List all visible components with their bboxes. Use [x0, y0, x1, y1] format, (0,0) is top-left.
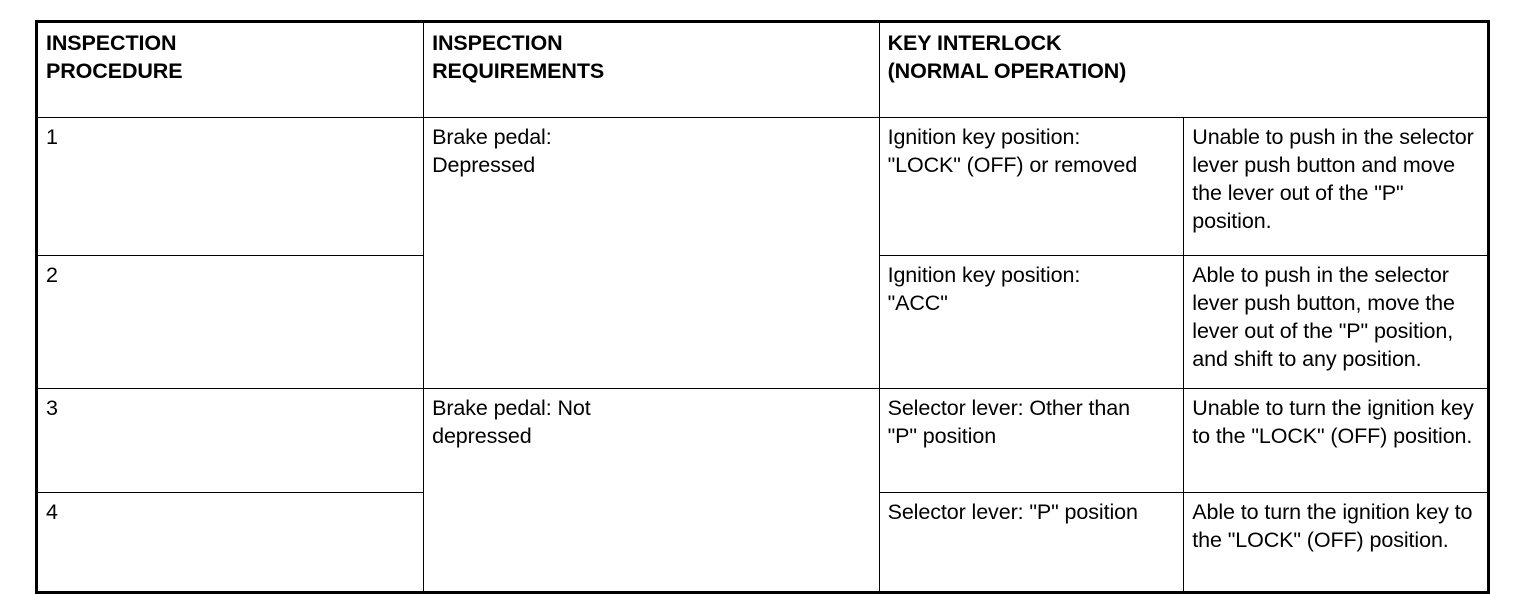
cell-result-1: Unable to push in the selector lever pus… — [1183, 117, 1489, 256]
table-row: 1 Brake pedal: Depressed Ignition key po… — [35, 117, 1489, 389]
header-key-interlock-line2: (NORMAL OPERATION) — [887, 58, 1127, 83]
header-inspection-requirements-line1: INSPECTION — [432, 31, 563, 55]
cell-key-condition-2-line1: Ignition key position: — [887, 263, 1081, 287]
header-inspection-procedure: INSPECTION PROCEDURE — [35, 21, 425, 118]
page-root: INSPECTION PROCEDURE INSPECTION REQUIREM… — [35, 20, 1490, 594]
cell-requirement-line2: Depressed — [432, 152, 536, 177]
cell-key-condition-2-line2: "ACC" — [887, 290, 948, 315]
cell-key-condition-4: Selector lever: "P" position — [878, 492, 1185, 593]
header-inspection-procedure-line2: PROCEDURE — [46, 58, 183, 83]
cell-requirement-brake-not-depressed: Brake pedal: Not depressed — [423, 388, 880, 593]
cell-procedure-2: 2 — [35, 255, 425, 389]
table-row: 2 Ignition key position: "ACC" Able to p… — [35, 255, 1489, 389]
cell-key-condition-1-line2: "LOCK" (OFF) or removed — [887, 152, 1138, 177]
cell-requirement-line1: Brake pedal: — [432, 125, 552, 149]
header-inspection-procedure-line1: INSPECTION — [46, 31, 177, 55]
cell-procedure-3: 3 — [35, 388, 425, 493]
cell-procedure-1: 1 — [35, 117, 425, 256]
cell-key-condition-3-line1: Selector lever: Other than — [887, 396, 1130, 420]
table-row: 3 Brake pedal: Not depressed Selector le… — [35, 388, 1489, 593]
cell-requirement-brake-depressed: Brake pedal: Depressed — [423, 117, 880, 389]
cell-key-condition-1-line1: Ignition key position: — [887, 125, 1081, 149]
header-inspection-requirements: INSPECTION REQUIREMENTS — [423, 21, 880, 118]
cell-key-condition-4-line1: Selector lever: "P" position — [887, 500, 1138, 524]
cell-result-2: Able to push in the selector lever push … — [1183, 255, 1489, 389]
cell-key-condition-3: Selector lever: Other than "P" position — [878, 388, 1185, 493]
header-key-interlock-line1: KEY INTERLOCK — [887, 31, 1062, 55]
header-inspection-requirements-line2: REQUIREMENTS — [432, 58, 605, 83]
cell-key-condition-3-line2: "P" position — [887, 423, 997, 448]
cell-result-4: Able to turn the ignition key to the "LO… — [1183, 492, 1489, 593]
cell-result-3: Unable to turn the ignition key to the "… — [1183, 388, 1489, 493]
cell-requirement-line1: Brake pedal: Not — [432, 396, 591, 420]
cell-procedure-4: 4 — [35, 492, 425, 593]
key-interlock-inspection-table: INSPECTION PROCEDURE INSPECTION REQUIREM… — [35, 20, 1490, 594]
header-key-interlock: KEY INTERLOCK (NORMAL OPERATION) — [878, 21, 1490, 118]
table-header-row: INSPECTION PROCEDURE INSPECTION REQUIREM… — [35, 21, 1490, 118]
cell-requirement-line2: depressed — [432, 423, 532, 448]
cell-key-condition-2: Ignition key position: "ACC" — [878, 255, 1185, 389]
cell-key-condition-1: Ignition key position: "LOCK" (OFF) or r… — [878, 117, 1185, 256]
